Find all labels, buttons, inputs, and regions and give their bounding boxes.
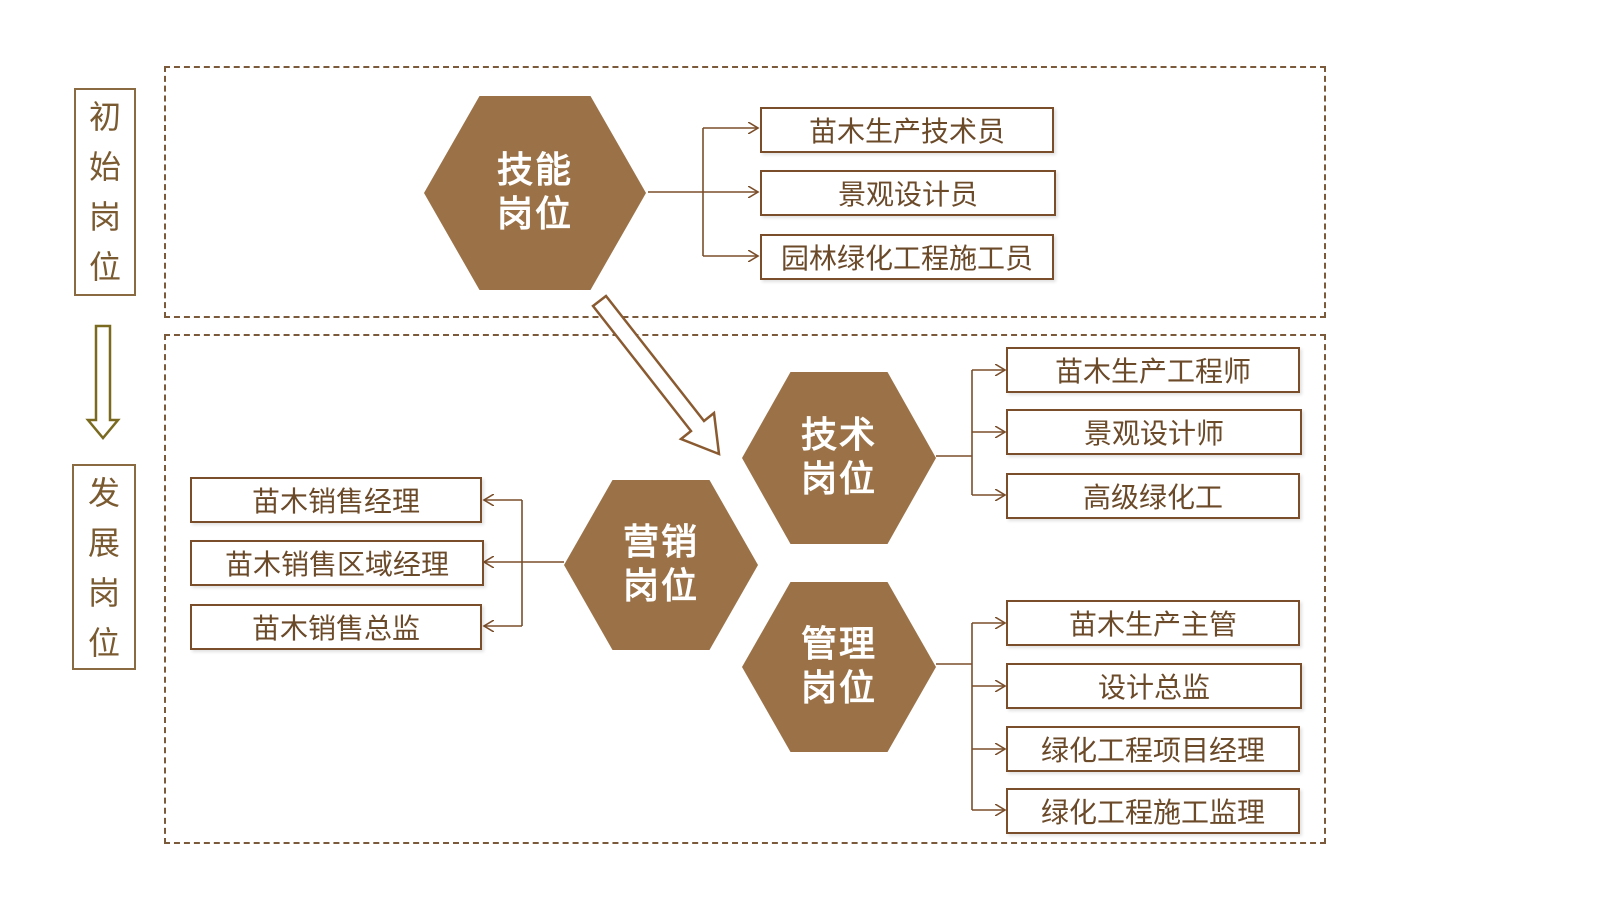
marketing-position-label-line2: 岗位 xyxy=(622,566,699,607)
marketing-role-box: 苗木销售经理 xyxy=(190,477,482,523)
marketing-role-box: 苗木销售区域经理 xyxy=(190,540,484,586)
skill-role-box: 苗木生产技术员 xyxy=(760,107,1054,153)
marketing-position-label-line1: 营销 xyxy=(622,522,699,563)
marketing-role-box: 苗木销售总监 xyxy=(190,604,482,650)
skill-position-label-line1: 技能 xyxy=(496,150,573,191)
stage-initial-char: 位 xyxy=(88,248,121,286)
tech-role-box: 高级绿化工 xyxy=(1006,473,1300,519)
stage-development-char: 展 xyxy=(87,524,120,562)
management-role-box: 绿化工程项目经理 xyxy=(1006,726,1300,772)
development-stage-box xyxy=(164,334,1326,844)
tech-position-label-line2: 岗位 xyxy=(800,459,877,500)
tech-role-box: 苗木生产工程师 xyxy=(1006,347,1300,393)
management-position-label-line2: 岗位 xyxy=(800,668,877,709)
stage-development-char: 发 xyxy=(87,474,120,512)
management-position-label-line1: 管理 xyxy=(800,624,877,665)
stage-initial-char: 始 xyxy=(88,148,121,186)
skill-role-box: 园林绿化工程施工员 xyxy=(760,234,1054,280)
management-role-box: 绿化工程施工监理 xyxy=(1006,788,1300,834)
stage-development-char: 岗 xyxy=(87,574,120,612)
stage-development-label: 发 展 岗 位 xyxy=(72,464,136,670)
initial-stage-box xyxy=(164,66,1326,318)
management-role-box: 设计总监 xyxy=(1006,663,1302,709)
skill-position-label-line2: 岗位 xyxy=(496,194,573,235)
skill-role-box: 景观设计员 xyxy=(760,170,1056,216)
tech-position-label-line1: 技术 xyxy=(800,415,877,456)
stage-initial-char: 初 xyxy=(88,98,121,136)
stage-development-char: 位 xyxy=(87,624,120,662)
management-role-box: 苗木生产主管 xyxy=(1006,600,1300,646)
stage-initial-char: 岗 xyxy=(88,198,121,236)
stage-initial-label: 初 始 岗 位 xyxy=(74,88,136,296)
tech-role-box: 景观设计师 xyxy=(1006,409,1302,455)
